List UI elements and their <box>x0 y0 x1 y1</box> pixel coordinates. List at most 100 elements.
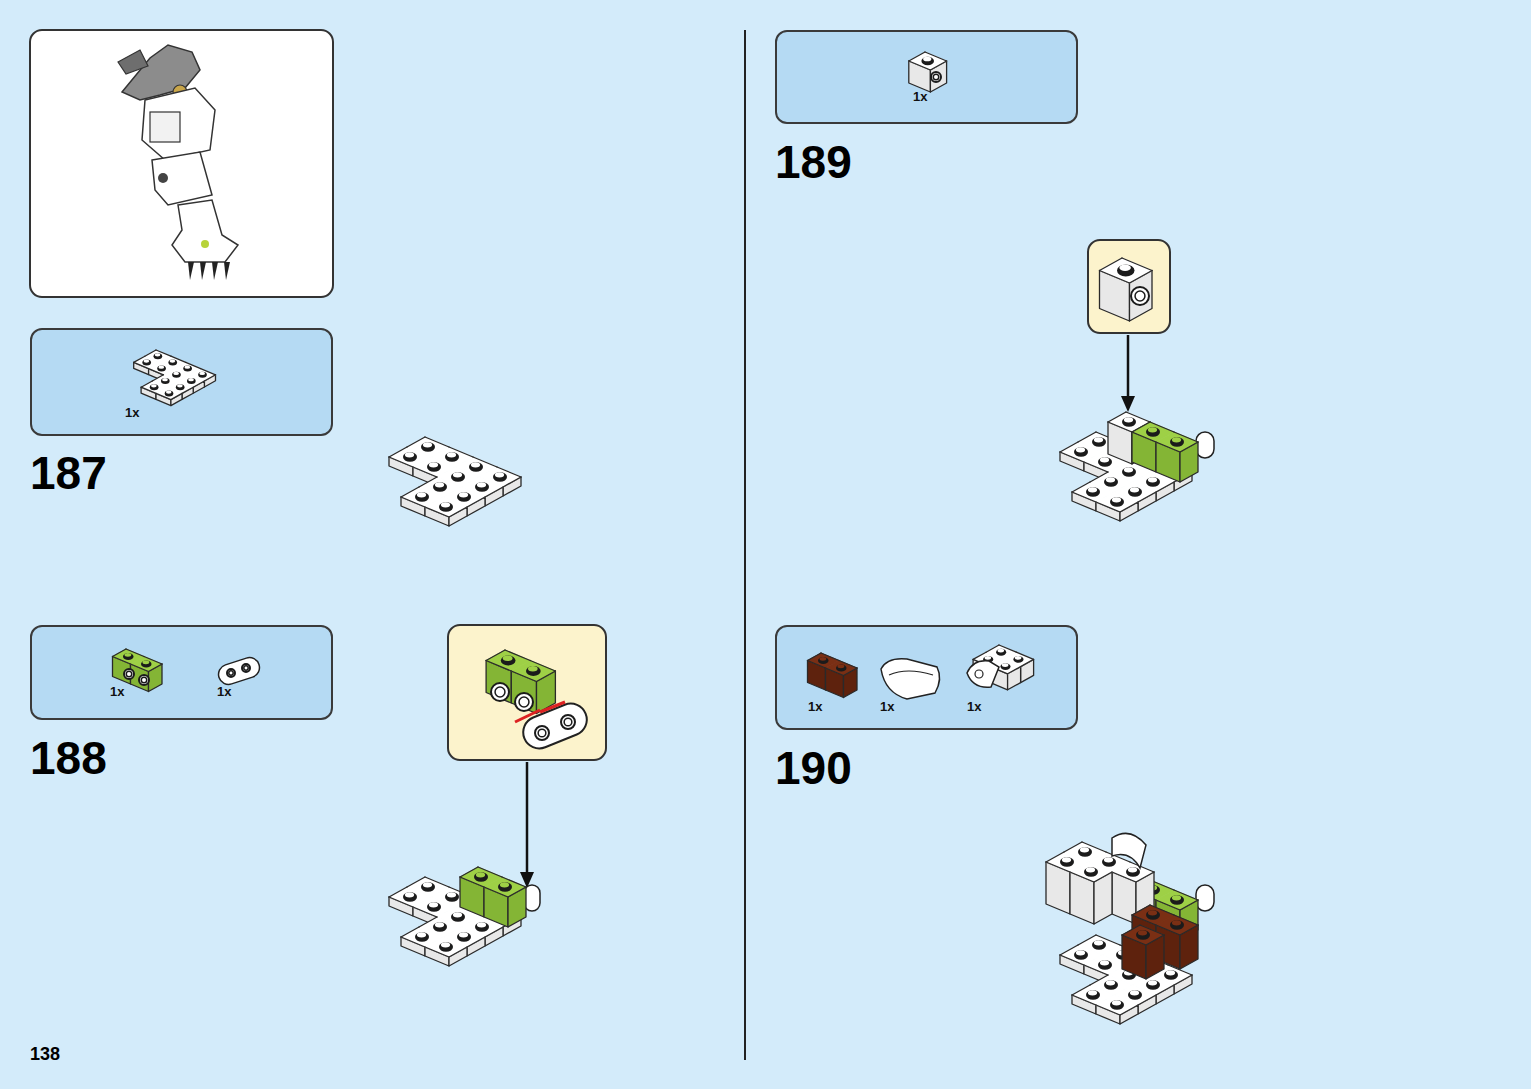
stud-top <box>199 372 205 375</box>
brick-top <box>1156 432 1198 452</box>
stud-top <box>819 657 826 661</box>
side-stud <box>535 726 549 740</box>
stud <box>161 378 170 384</box>
stud <box>1092 437 1106 447</box>
stud <box>475 922 489 932</box>
stud-top <box>1138 930 1147 935</box>
foot-detail <box>201 240 209 248</box>
stud <box>1078 847 1092 857</box>
pin <box>158 173 168 183</box>
arm-figure <box>118 45 238 280</box>
stud-top <box>453 472 462 477</box>
stud-top <box>429 902 438 907</box>
brick-side <box>1094 872 1112 924</box>
stud <box>433 482 447 492</box>
stud <box>1170 920 1184 930</box>
stud <box>1092 940 1106 950</box>
stud-top <box>1130 990 1139 995</box>
stud <box>1170 437 1184 447</box>
stud <box>433 922 447 932</box>
stud <box>1104 980 1118 990</box>
curved-slope <box>881 659 940 699</box>
stud <box>142 359 151 365</box>
stud <box>1084 867 1098 877</box>
brick-top <box>1112 862 1154 882</box>
forearm <box>152 152 212 205</box>
stud-top <box>477 482 486 487</box>
stud <box>493 472 507 482</box>
stud <box>457 932 471 942</box>
stud-top <box>429 462 438 467</box>
stud-top <box>155 353 161 356</box>
stud-top <box>144 359 150 362</box>
stud <box>1146 477 1160 487</box>
quantity-label: 1x <box>913 90 927 103</box>
stud-top <box>1104 857 1113 862</box>
side-stud <box>495 687 505 697</box>
step-number: 188 <box>30 735 107 781</box>
stud-top <box>173 372 179 375</box>
brick-side <box>1070 872 1094 924</box>
stud-top <box>1106 980 1115 985</box>
stud <box>176 384 185 390</box>
stud <box>469 462 483 472</box>
stud-top <box>1094 437 1103 442</box>
stud-top <box>459 932 468 937</box>
stud <box>1136 930 1150 940</box>
stud-top <box>158 366 164 369</box>
stud-top <box>417 932 426 937</box>
stud-top <box>1100 457 1109 462</box>
stud-top <box>177 384 183 387</box>
stud-top <box>453 912 462 917</box>
stud-top <box>477 922 486 927</box>
stud <box>198 372 207 378</box>
stud-top <box>985 656 992 660</box>
parts-art <box>777 32 1076 122</box>
stud <box>1146 427 1160 437</box>
foot <box>172 200 238 262</box>
stud <box>1128 487 1142 497</box>
stud <box>1060 857 1074 867</box>
stud <box>1117 265 1135 277</box>
stud <box>183 366 192 372</box>
stud <box>1122 467 1136 477</box>
stud-top <box>1088 487 1097 492</box>
stud <box>921 57 934 66</box>
stud-top <box>1124 467 1133 472</box>
panel <box>150 112 180 142</box>
stud-top <box>997 649 1004 653</box>
stud-top <box>1172 895 1181 900</box>
connector-end <box>967 661 999 687</box>
stud <box>445 452 459 462</box>
page-number: 138 <box>30 1045 60 1063</box>
step-number: 189 <box>775 139 852 185</box>
brick-top <box>826 661 858 676</box>
stud <box>415 492 429 502</box>
quantity-label: 1x <box>217 685 231 698</box>
stud-top <box>1112 497 1121 502</box>
stud-top <box>405 892 414 897</box>
stud-top <box>423 442 432 447</box>
stud-top <box>1002 663 1009 667</box>
stud-top <box>1086 867 1095 872</box>
stud <box>498 882 512 892</box>
stud <box>1170 895 1184 905</box>
stud-top <box>1148 477 1157 482</box>
stud-top <box>1130 487 1139 492</box>
quantity-label: 1x <box>967 700 981 713</box>
side-stud <box>538 729 546 737</box>
stud <box>474 872 488 882</box>
stud <box>1074 950 1088 960</box>
stud <box>1098 457 1112 467</box>
stud <box>836 664 847 671</box>
side-stud <box>227 669 235 677</box>
side-stud <box>141 677 147 683</box>
insert-arrow <box>515 710 540 722</box>
step-188-model <box>389 625 606 966</box>
stud <box>172 372 181 378</box>
stud <box>501 655 516 665</box>
callout-box <box>1088 240 1170 333</box>
round-plate-edge <box>1196 432 1214 458</box>
stud-top <box>495 472 504 477</box>
